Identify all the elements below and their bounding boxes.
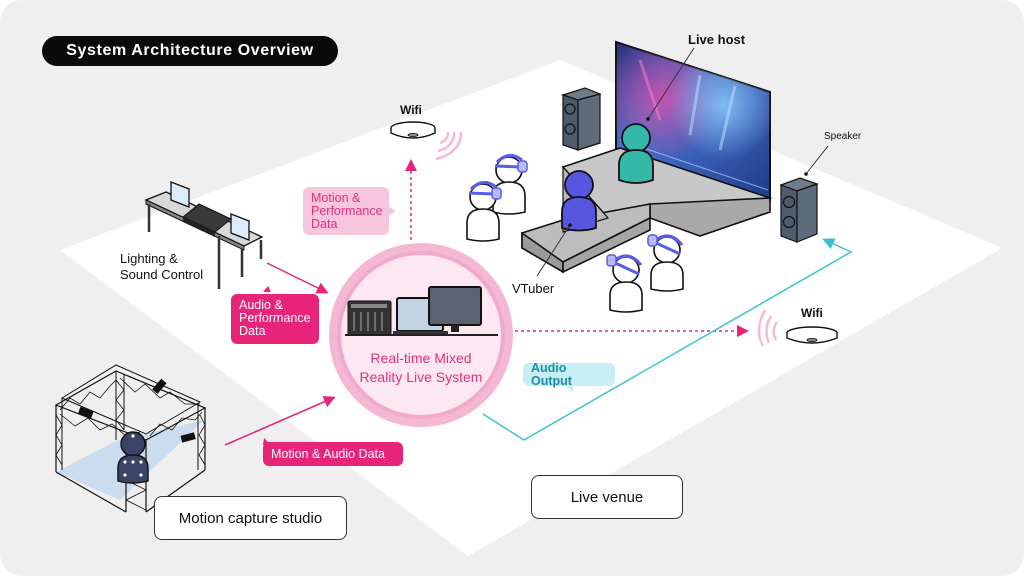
flow-label-line: Performance <box>239 311 311 325</box>
monitor-icon <box>428 286 482 332</box>
wifi-signal-icon <box>435 131 463 161</box>
flow-label-audio-output: Audio Output <box>523 361 615 387</box>
flow-label-line: Audio & <box>239 298 283 312</box>
audio-mixer-icon <box>347 300 392 336</box>
central-system-label: Real-time Mixed Reality Live System <box>346 349 496 387</box>
central-label-line1: Real-time Mixed <box>370 350 472 366</box>
flow-label-line: Performance <box>311 204 383 218</box>
flow-arrow-audio-output <box>482 238 853 441</box>
flow-label-audio-performance: Audio & Performance Data <box>231 294 319 344</box>
flow-label-line: Motion & <box>311 191 361 205</box>
flow-label-motion-performance: Motion & Performance Data <box>303 187 389 235</box>
control-desk-icon <box>144 181 264 289</box>
vtuber-label: VTuber <box>512 281 555 296</box>
wifi-router-icon <box>390 121 436 139</box>
mocap-actor-figure <box>117 431 149 484</box>
flow-arrow-mocap-to-system <box>224 396 336 446</box>
lighting-sound-label: Lighting & Sound Control <box>120 251 203 283</box>
live-host-label: Live host <box>688 32 746 47</box>
speaker-icon <box>779 177 819 243</box>
flow-label-line: Data <box>239 324 266 338</box>
wifi-right-label: Wifi <box>801 306 823 320</box>
mocap-studio-box: Motion capture studio <box>154 496 347 540</box>
mocap-camera-icon <box>78 378 196 443</box>
flow-arrow-lighting-to-system <box>266 262 329 294</box>
wifi-router-icon <box>786 326 838 344</box>
wifi-signal-icon <box>757 309 779 347</box>
wifi-top-label: Wifi <box>400 103 422 117</box>
speaker-label: Speaker <box>824 131 862 142</box>
lighting-label-line2: Sound Control <box>120 267 204 282</box>
flow-label-line: Data <box>311 217 338 231</box>
vtuber-figure <box>561 170 597 232</box>
page-title: System Architecture Overview <box>42 36 338 66</box>
live-host-figure <box>618 123 654 184</box>
central-label-line2: Reality Live System <box>359 369 483 385</box>
audience-vr-user <box>606 254 643 313</box>
lighting-label-line1: Lighting & <box>120 251 178 266</box>
speaker-icon <box>561 87 602 151</box>
audience-vr-user <box>466 181 502 242</box>
audience-vr-user <box>647 234 684 292</box>
flow-label-motion-audio: Motion & Audio Data <box>263 442 403 466</box>
live-venue-box: Live venue <box>531 475 683 519</box>
